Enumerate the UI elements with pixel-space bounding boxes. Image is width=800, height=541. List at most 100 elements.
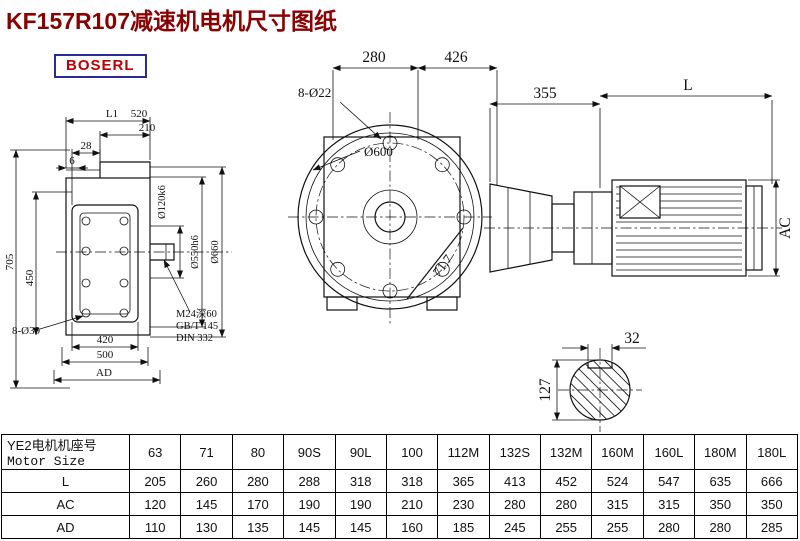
- table-cell: 145: [180, 492, 233, 516]
- dim-AC-label: AC: [777, 217, 794, 239]
- table-cell: 185: [437, 515, 490, 539]
- dim-127-label: 127: [537, 378, 554, 402]
- dim-426-label: 426: [444, 49, 468, 66]
- table-cell: 160: [385, 515, 439, 539]
- dim-500-label: 500: [97, 349, 114, 361]
- flange-dia-label: Ø600: [364, 144, 393, 159]
- motor-dimensions: 355 L AC: [489, 77, 794, 277]
- dim-shaft-dia-label: Ø120k6: [157, 185, 168, 219]
- table-col-header: 90S: [283, 434, 336, 470]
- table-cell: 280: [642, 515, 696, 539]
- table-col-header: 180M: [694, 434, 747, 470]
- brand-logo-text: BOSERL: [66, 57, 135, 74]
- page-title: KF157R107减速机电机尺寸图纸: [6, 8, 338, 34]
- shaft-cross-section: 32 127: [537, 330, 646, 432]
- table-cell: 350: [694, 492, 747, 516]
- table-cell: 350: [745, 492, 798, 516]
- motor-size-table-wrap: YE2电机机座号 Motor Size 63 71 80 90S 90L 100…: [1, 434, 798, 539]
- gearbox-side-view: L1 520 210 28 6 705 450 8-Ø39: [4, 108, 232, 389]
- table-row-AC: AC 120 145 170 190 190 210 230 280 280 3…: [1, 492, 798, 516]
- input-bell-housing: [489, 183, 553, 273]
- table-cell: 260: [180, 469, 233, 493]
- table-cell: 170: [231, 492, 285, 516]
- dim-705-label: 705: [4, 253, 16, 270]
- shaft-section-dimensions: 32 127: [537, 330, 646, 421]
- dimension-drawing: L1 520 210 28 6 705 450 8-Ø39: [4, 49, 794, 432]
- mounting-bolt-holes: [81, 216, 129, 318]
- side-view-dimensions: L1 520 210 28 6 705 450 8-Ø39: [4, 108, 226, 389]
- table-cell: 280: [539, 492, 593, 516]
- dim-520-label: 520: [131, 108, 148, 120]
- side-view-housing: [65, 177, 151, 336]
- note-thread-label: M24深60: [176, 308, 217, 320]
- table-col-header: 132M: [539, 434, 593, 470]
- table-col-header: 90L: [334, 434, 387, 470]
- table-col-header: 180L: [745, 434, 798, 470]
- table-cell: 255: [591, 515, 644, 539]
- table-cell: 130: [180, 515, 233, 539]
- motor-side-view: 355 L AC: [484, 77, 794, 277]
- angle-label: 71.7: [430, 251, 456, 279]
- table-cell: 210: [385, 492, 439, 516]
- table-header-row: YE2电机机座号 Motor Size 63 71 80 90S 90L 100…: [1, 434, 798, 470]
- table-cell: 145: [334, 515, 387, 539]
- table-row-label: AD: [1, 515, 130, 539]
- shaft-section-circle: [569, 359, 631, 421]
- brand-logo: BOSERL: [54, 54, 147, 78]
- table-col-header: 71: [180, 434, 233, 470]
- section-hatching: [570, 360, 630, 420]
- table-row-label: AC: [1, 492, 130, 516]
- dim-355-label: 355: [533, 85, 557, 102]
- table-col-header: 112M: [437, 434, 490, 470]
- table-col-header: 63: [128, 434, 182, 470]
- table-cell: 190: [283, 492, 336, 516]
- table-cell: 365: [437, 469, 490, 493]
- table-cell: 666: [745, 469, 798, 493]
- table-cell: 452: [539, 469, 593, 493]
- table-row-label: L: [1, 469, 130, 493]
- table-col-header: 80: [231, 434, 285, 470]
- front-view-foot-left: [326, 296, 358, 311]
- dim-flange-dia-label: Ø660: [210, 240, 221, 263]
- table-cell: 318: [334, 469, 387, 493]
- motor-size-table: YE2电机机座号 Motor Size 63 71 80 90S 90L 100…: [1, 434, 798, 539]
- table-cell: 280: [231, 469, 285, 493]
- table-cell: 285: [745, 515, 798, 539]
- dim-280-label: 280: [362, 49, 386, 66]
- note-din-label: DIN 332: [176, 333, 213, 344]
- dim-28-label: 28: [81, 140, 93, 152]
- note-gbt-label: GB/T 145: [176, 321, 218, 332]
- dim-420-label: 420: [97, 334, 114, 346]
- front-view-foot-right: [426, 296, 458, 311]
- table-cell: 318: [385, 469, 439, 493]
- dim-AD-label: AD: [96, 367, 112, 379]
- flange-bolt-label: 8-Ø22: [298, 85, 331, 100]
- table-cell: 315: [591, 492, 644, 516]
- dim-210-label: 210: [139, 122, 156, 134]
- mounting-face-outer: [71, 204, 139, 323]
- dim-spigot-dia-label: Ø550h6: [190, 235, 201, 269]
- mounting-face-inner: [79, 212, 131, 315]
- front-view-dimensions: 280 426 8-Ø22 Ø600 71.7: [298, 49, 498, 300]
- table-cell: 190: [334, 492, 387, 516]
- table-cell: 120: [128, 492, 182, 516]
- table-row-AD: AD 110 130 135 145 145 160 185 245 255 2…: [1, 515, 798, 539]
- side-view-top-step: [99, 161, 151, 178]
- table-cell: 135: [231, 515, 285, 539]
- table-header-motor-size: YE2电机机座号 Motor Size: [1, 434, 130, 470]
- side-view-small-step: [66, 169, 101, 178]
- dim-L-label: L: [683, 77, 692, 94]
- dim-450-label: 450: [24, 269, 36, 286]
- table-cell: 230: [437, 492, 490, 516]
- dim-32-label: 32: [624, 330, 640, 347]
- table-col-header: 100: [385, 434, 439, 470]
- table-cell: 547: [642, 469, 696, 493]
- table-cell: 255: [539, 515, 593, 539]
- table-cell: 145: [283, 515, 336, 539]
- table-cell: 245: [488, 515, 542, 539]
- table-col-header: 160M: [591, 434, 644, 470]
- table-col-header: 132S: [488, 434, 542, 470]
- table-cell: 524: [591, 469, 644, 493]
- dim-6-label: 6: [69, 155, 75, 167]
- table-header-en: Motor Size: [7, 454, 86, 469]
